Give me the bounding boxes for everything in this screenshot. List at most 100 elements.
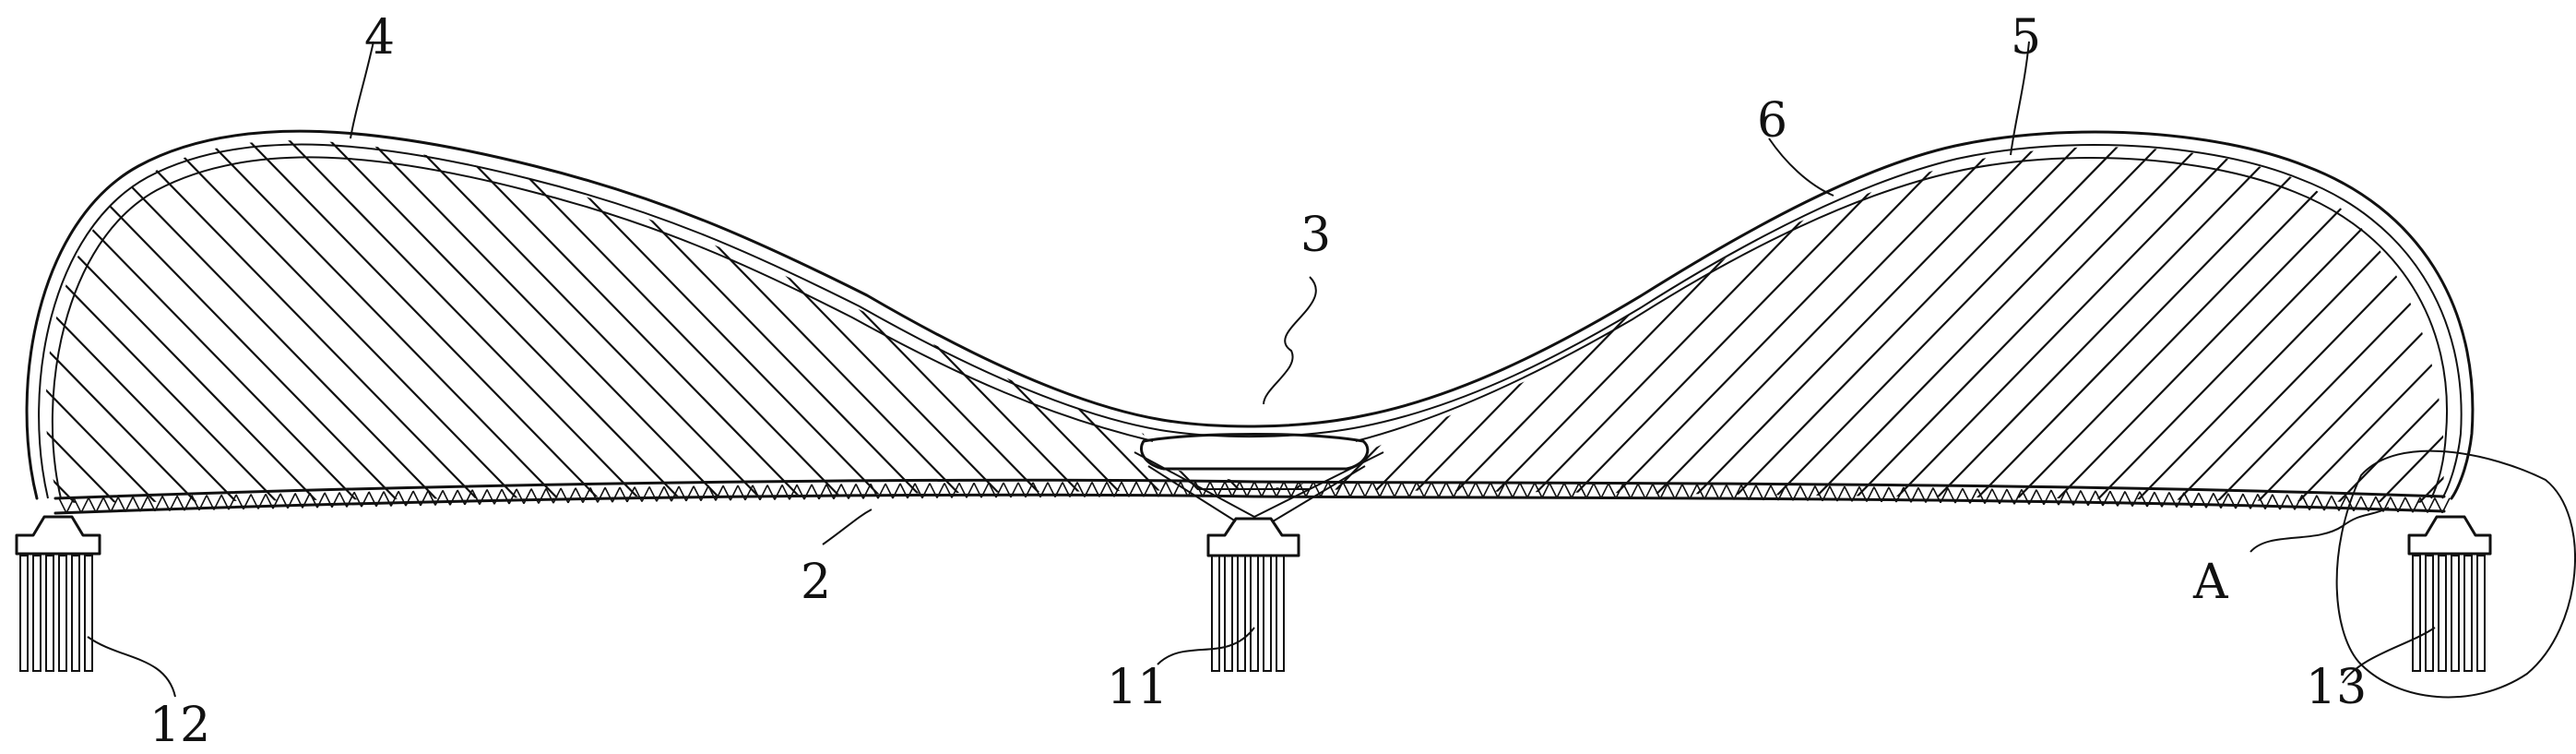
truss-diagonal bbox=[65, 497, 75, 514]
left-pile-foundation bbox=[15, 515, 101, 672]
hatch-line bbox=[2120, 147, 2445, 503]
truss-diagonal bbox=[892, 483, 901, 499]
truss-diagonal bbox=[1194, 481, 1204, 497]
truss-diagonal bbox=[501, 488, 510, 505]
deck-truss-web bbox=[58, 481, 2451, 514]
hatch-line bbox=[1309, 147, 1698, 503]
truss-diagonal bbox=[2176, 492, 2185, 508]
truss-diagonal bbox=[2124, 491, 2133, 508]
truss-diagonal bbox=[737, 485, 746, 501]
truss-diagonal bbox=[1305, 481, 1314, 497]
pile bbox=[1276, 555, 1285, 672]
truss-diagonal bbox=[2028, 489, 2037, 505]
truss-diagonal bbox=[796, 484, 805, 500]
truss-diagonal bbox=[250, 494, 259, 509]
middle-pile-foundation bbox=[1206, 517, 1300, 672]
truss-diagonal bbox=[1954, 487, 1964, 504]
hatch-line bbox=[187, 140, 576, 503]
hatch-line bbox=[1633, 147, 2023, 503]
truss-diagonal bbox=[1497, 482, 1506, 498]
truss-diagonal bbox=[2397, 497, 2406, 513]
truss-diagonal bbox=[671, 485, 680, 502]
truss-diagonal bbox=[427, 490, 436, 506]
leader-6 bbox=[1768, 138, 1834, 197]
truss-diagonal bbox=[1910, 486, 1919, 503]
pile bbox=[1263, 555, 1272, 672]
truss-diagonal bbox=[538, 488, 547, 504]
truss-diagonal bbox=[1733, 485, 1742, 500]
truss-diagonal bbox=[1659, 484, 1668, 499]
pile bbox=[2438, 555, 2447, 672]
truss-diagonal bbox=[2235, 493, 2244, 509]
truss-diagonal bbox=[907, 483, 916, 499]
leader-3 bbox=[1263, 276, 1317, 405]
hatch-line bbox=[1552, 147, 1941, 503]
truss-diagonal bbox=[516, 488, 525, 505]
hatch-line bbox=[1349, 147, 1739, 503]
truss-diagonal bbox=[324, 492, 333, 509]
truss-diagonal bbox=[235, 494, 244, 510]
hatch-line bbox=[1593, 147, 1982, 503]
hatch-line bbox=[1291, 147, 1576, 503]
truss-diagonal bbox=[958, 482, 967, 498]
truss-diagonal bbox=[2390, 497, 2399, 513]
label-11: 11 bbox=[1107, 660, 1168, 715]
truss-diagonal bbox=[1357, 481, 1366, 497]
truss-diagonal bbox=[759, 485, 768, 501]
truss-diagonal bbox=[1881, 486, 1890, 503]
truss-diagonal bbox=[1128, 481, 1137, 497]
truss-diagonal bbox=[707, 485, 717, 501]
truss-diagonal bbox=[471, 489, 481, 505]
truss-diagonal bbox=[1526, 482, 1536, 498]
truss-diagonal bbox=[1792, 485, 1801, 501]
hatch-line bbox=[2487, 120, 2576, 517]
truss-diagonal bbox=[398, 490, 407, 507]
truss-diagonal bbox=[1740, 485, 1750, 500]
truss-diagonal bbox=[147, 496, 156, 512]
truss-diagonal bbox=[2434, 497, 2443, 514]
truss-diagonal bbox=[2323, 495, 2333, 511]
truss-diagonal bbox=[1121, 481, 1130, 497]
truss-diagonal bbox=[1342, 481, 1351, 497]
hatch-line bbox=[65, 140, 455, 503]
truss-diagonal bbox=[1777, 485, 1787, 501]
hatch-line bbox=[1291, 147, 1292, 503]
leader-5 bbox=[2010, 41, 2030, 156]
hatch-line bbox=[958, 140, 1287, 503]
hatch-line bbox=[2080, 147, 2445, 503]
truss-diagonal bbox=[316, 492, 326, 509]
truss-diagonal bbox=[1143, 481, 1152, 497]
truss-diagonal bbox=[243, 494, 252, 510]
truss-diagonal bbox=[279, 493, 289, 509]
truss-diagonal bbox=[973, 482, 982, 498]
truss-diagonal bbox=[2353, 496, 2362, 512]
truss-diagonal bbox=[1622, 483, 1632, 499]
truss-diagonal bbox=[1453, 482, 1462, 497]
truss-diagonal bbox=[2360, 496, 2369, 512]
truss-diagonal bbox=[302, 493, 311, 509]
hatch-line bbox=[634, 140, 1023, 503]
truss-diagonal bbox=[1231, 481, 1241, 497]
truss-diagonal bbox=[1003, 482, 1012, 498]
central-v-struts bbox=[1134, 451, 1384, 522]
truss-diagonal bbox=[405, 490, 414, 507]
truss-diagonal bbox=[1903, 486, 1912, 503]
truss-diagonal bbox=[766, 485, 776, 500]
truss-diagonal bbox=[493, 488, 503, 505]
truss-diagonal bbox=[848, 484, 857, 499]
truss-diagonal bbox=[1585, 483, 1595, 499]
truss-diagonal bbox=[1320, 481, 1329, 497]
truss-diagonal bbox=[1652, 484, 1661, 499]
hatch-line bbox=[1202, 140, 1287, 503]
truss-diagonal bbox=[604, 486, 613, 503]
truss-diagonal bbox=[1873, 486, 1882, 503]
truss-diagonal bbox=[1091, 482, 1100, 497]
truss-diagonal bbox=[1888, 486, 1897, 503]
truss-diagonal bbox=[1770, 485, 1779, 501]
inner-arch-line-right bbox=[1355, 156, 2448, 499]
truss-diagonal bbox=[545, 487, 554, 504]
truss-diagonal bbox=[626, 486, 635, 503]
truss-diagonal bbox=[1681, 484, 1691, 500]
hatch-line bbox=[2202, 147, 2445, 503]
